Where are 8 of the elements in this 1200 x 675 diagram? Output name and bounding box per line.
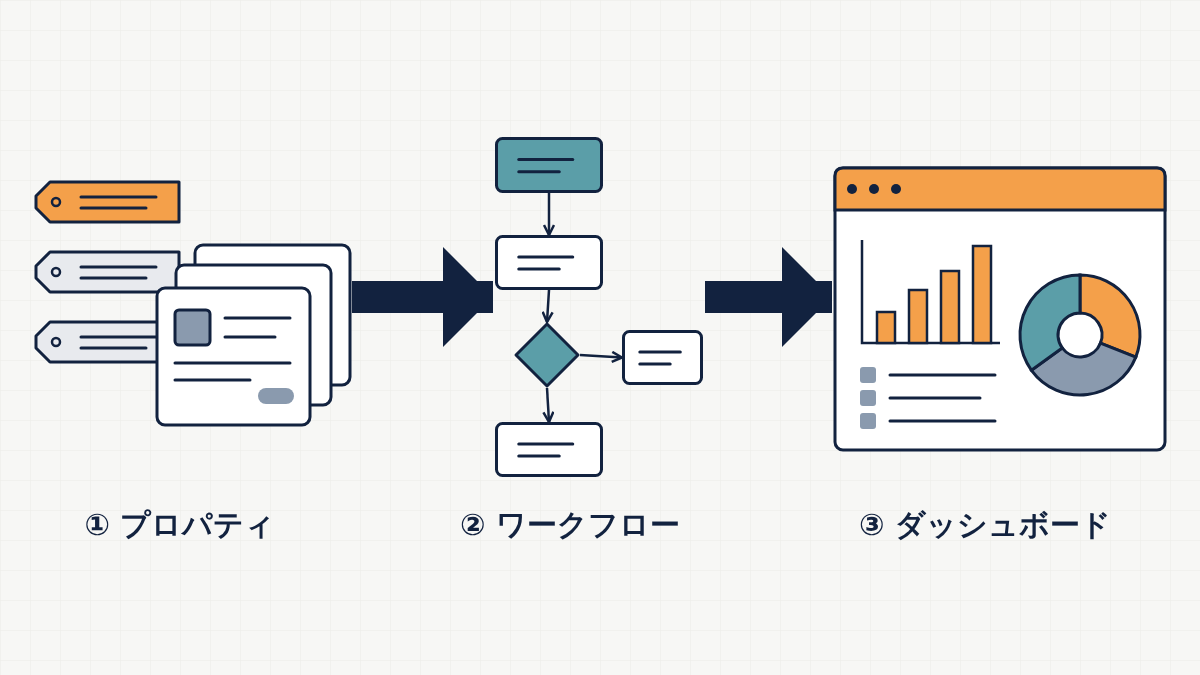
arrow <box>579 350 624 364</box>
step-caption: ② ワークフロー <box>460 506 680 544</box>
arrow <box>542 387 555 424</box>
step-caption: ① プロパティ <box>84 506 276 544</box>
arrow <box>542 193 556 237</box>
arrow <box>541 289 554 324</box>
block-arrow <box>352 247 493 347</box>
step-caption: ③ ダッシュボード <box>859 506 1111 544</box>
